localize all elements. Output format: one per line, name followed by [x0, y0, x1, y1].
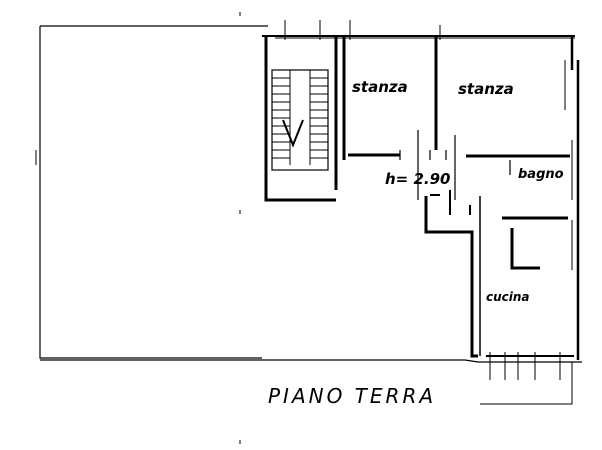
stair-steps — [272, 70, 328, 165]
outline-left-wing — [39, 25, 268, 359]
stair-arrow-icon — [282, 119, 304, 148]
floor-title: PIANO TERRA — [268, 384, 437, 408]
dimension-ticks-top — [284, 20, 573, 270]
ceiling-height-note: h= 2.90 — [385, 170, 451, 188]
dimension-lines — [480, 352, 573, 405]
stair-well — [271, 69, 329, 171]
wall-corridor-left — [424, 196, 478, 358]
outline-bottom — [40, 359, 582, 363]
room-label-cucina: cucina — [486, 290, 530, 304]
small-marks — [35, 12, 241, 444]
room-label-stanza-2: stanza — [458, 80, 514, 98]
wall-bagno — [502, 216, 568, 270]
stair-wall-left — [264, 36, 336, 202]
pillar — [430, 190, 471, 215]
room-label-stanza-1: stanza — [352, 78, 408, 96]
room-label-bagno: bagno — [518, 167, 564, 182]
door-ticks — [399, 130, 511, 200]
wall-right — [570, 36, 580, 360]
